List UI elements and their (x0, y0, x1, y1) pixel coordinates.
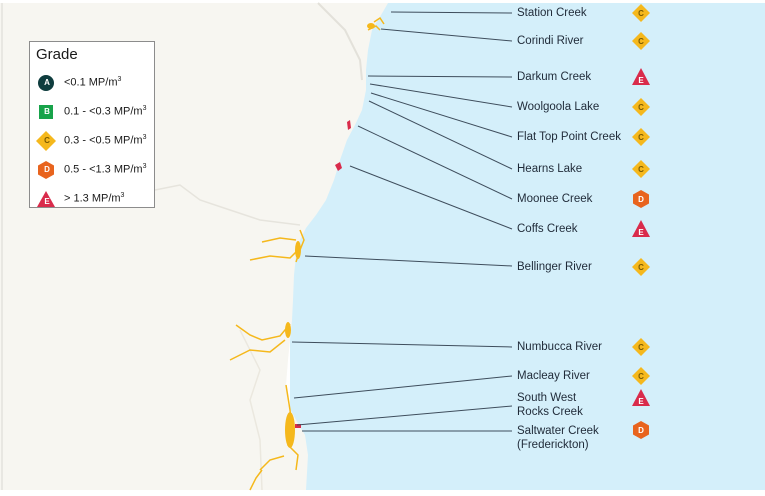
legend-item-grade-e: E > 1.3 MP/m3 (36, 184, 148, 213)
legend-box: Grade A <0.1 MP/m3 B 0.1 - <0.3 MP/m3 C … (29, 41, 155, 208)
estuary-red (295, 120, 351, 428)
legend-label: 0.1 - <0.3 MP/m3 (64, 105, 147, 118)
legend-item-grade-c: C 0.3 - <0.5 MP/m3 (36, 126, 148, 155)
legend-item-grade-a: A <0.1 MP/m3 (36, 68, 148, 97)
grade-b-square-icon: B (36, 102, 58, 122)
estuary-fills (285, 23, 375, 448)
ocean-area (290, 3, 765, 490)
grade-c-diamond-icon[interactable]: C (631, 31, 651, 51)
site-label-line2: (Frederickton) (517, 439, 589, 451)
legend-item-grade-d: D 0.5 - <1.3 MP/m3 (36, 155, 148, 184)
legend-label: <0.1 MP/m3 (64, 76, 122, 89)
site-label-coffs-creek[interactable]: Coffs Creek (517, 223, 578, 235)
site-label-woolgoola-lake[interactable]: Woolgoola Lake (517, 101, 600, 113)
site-label-darkum-creek[interactable]: Darkum Creek (517, 71, 592, 83)
legend-label: 0.5 - <1.3 MP/m3 (64, 163, 147, 176)
grade-d-hexagon-icon: D (36, 160, 58, 180)
grade-c-diamond-icon[interactable]: C (631, 97, 651, 117)
grade-c-diamond-icon[interactable]: C (631, 3, 651, 23)
grade-d-hexagon-icon[interactable]: D (631, 420, 651, 440)
grade-d-hexagon-icon[interactable]: D (631, 189, 651, 209)
grade-c-diamond-icon[interactable]: C (631, 366, 651, 386)
legend-title: Grade (36, 46, 78, 63)
grade-c-diamond-icon: C (36, 130, 58, 151)
site-label-corindi-river[interactable]: Corindi River (517, 35, 584, 47)
grade-e-triangle-icon[interactable]: E (631, 219, 651, 239)
site-label-saltwater-creek[interactable]: Saltwater Creek (Frederickton) (517, 424, 599, 452)
site-label-hearns-lake[interactable]: Hearns Lake (517, 163, 583, 175)
site-label-line1: Saltwater Creek (517, 425, 599, 437)
site-label-line2: Rocks Creek (517, 406, 583, 418)
grade-c-diamond-icon[interactable]: C (631, 127, 651, 147)
grade-e-triangle-icon[interactable]: E (631, 67, 651, 87)
legend-item-grade-b: B 0.1 - <0.3 MP/m3 (36, 97, 148, 126)
site-label-numbucca-river[interactable]: Numbucca River (517, 341, 602, 353)
grade-c-diamond-icon[interactable]: C (631, 337, 651, 357)
site-label-macleay-river[interactable]: Macleay River (517, 370, 590, 382)
legend-label: 0.3 - <0.5 MP/m3 (64, 134, 147, 147)
leader-lines (291, 11, 513, 432)
grade-a-circle-icon: A (36, 73, 58, 93)
legend-label: > 1.3 MP/m3 (64, 192, 125, 205)
site-label-south-west-rocks-creek[interactable]: South West Rocks Creek (517, 391, 583, 419)
site-label-station-creek[interactable]: Station Creek (517, 7, 587, 19)
site-label-flat-top-point-creek[interactable]: Flat Top Point Creek (517, 131, 621, 143)
grade-e-triangle-icon: E (36, 189, 58, 209)
grade-c-diamond-icon[interactable]: C (631, 257, 651, 277)
grade-c-diamond-icon[interactable]: C (631, 159, 651, 179)
site-label-line1: South West (517, 392, 577, 404)
site-label-moonee-creek[interactable]: Moonee Creek (517, 193, 593, 205)
site-label-bellinger-river[interactable]: Bellinger River (517, 261, 592, 273)
grade-e-triangle-icon[interactable]: E (631, 388, 651, 408)
